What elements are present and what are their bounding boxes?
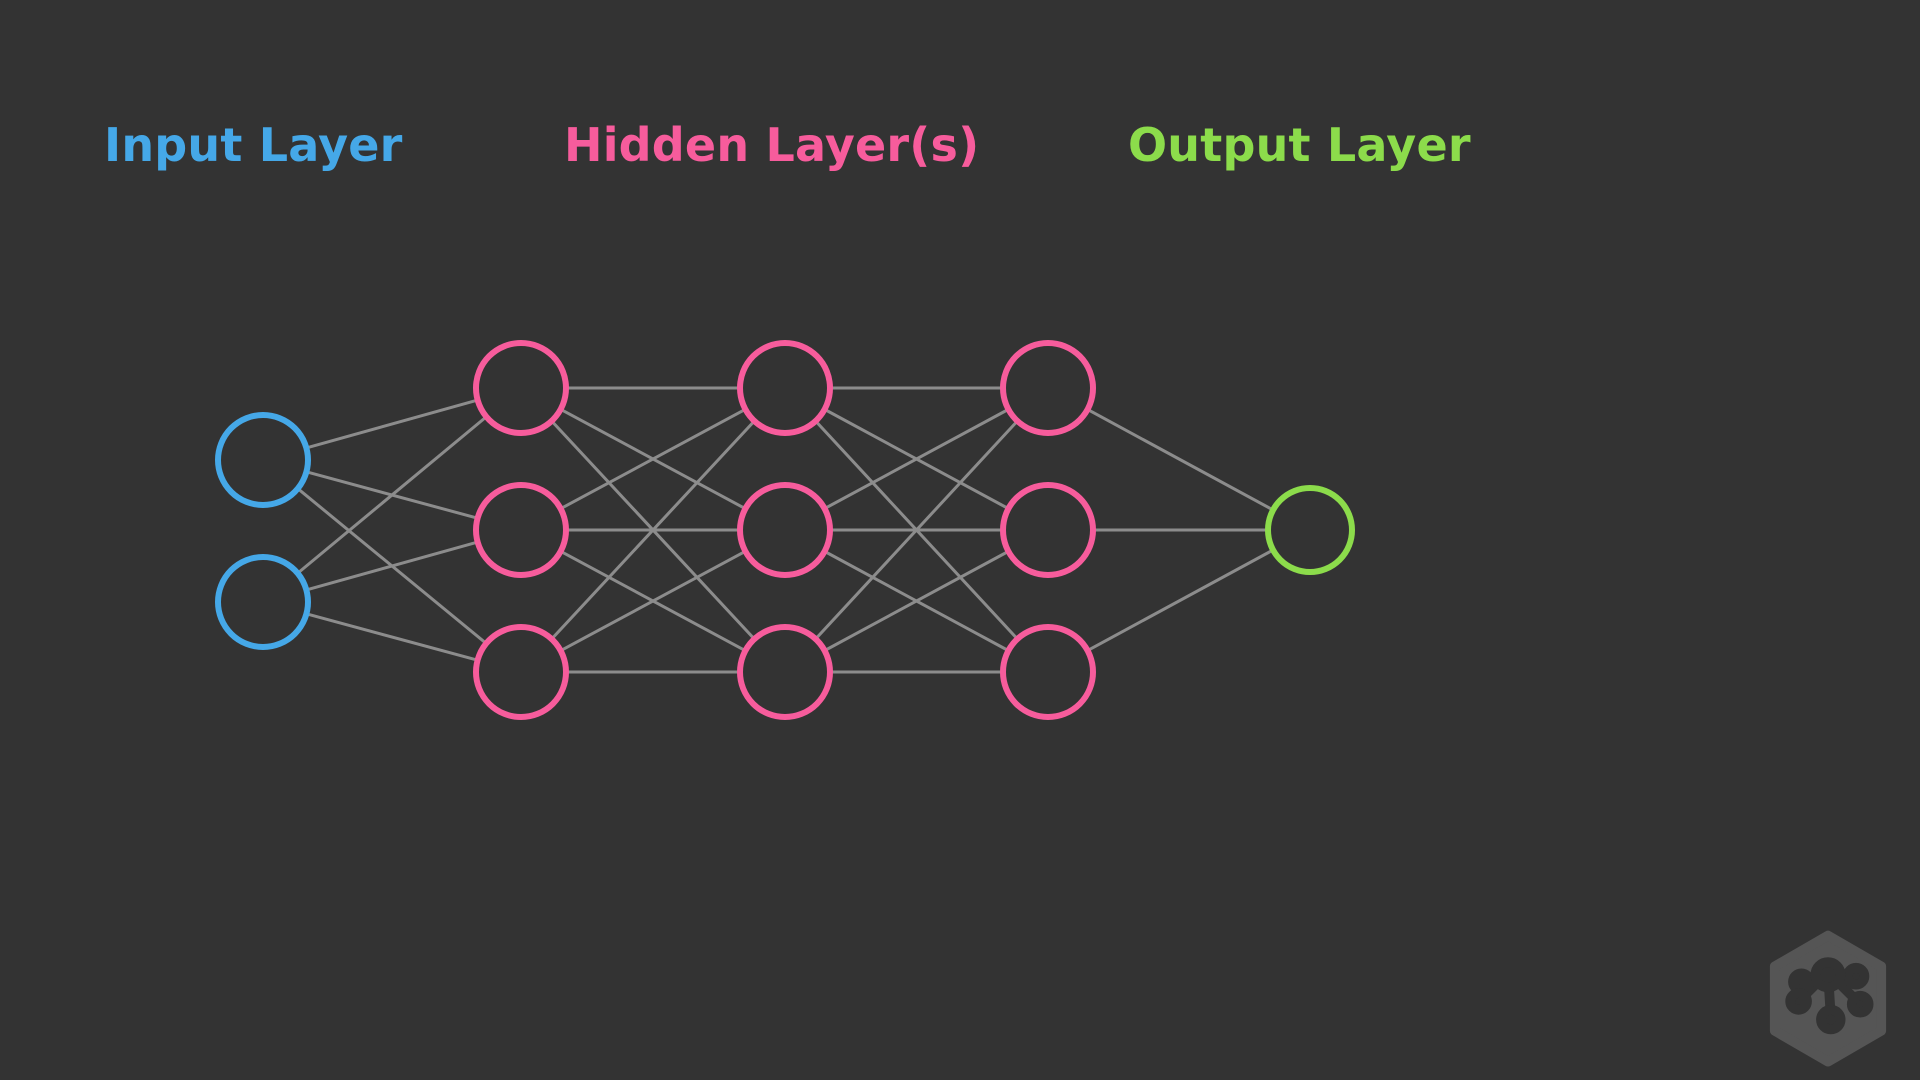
neuron-node-hidden[interactable] xyxy=(473,340,569,436)
neuron-node-hidden[interactable] xyxy=(737,624,833,720)
neuron-node-input[interactable] xyxy=(215,554,311,650)
neuron-node-input[interactable] xyxy=(215,412,311,508)
edge xyxy=(1086,548,1275,653)
layer-label-hidden: Hidden Layer(s) xyxy=(564,118,980,172)
edge xyxy=(559,407,747,511)
edge xyxy=(304,398,480,450)
edge xyxy=(823,549,1010,653)
neuron-node-hidden[interactable] xyxy=(737,340,833,436)
edge xyxy=(304,540,480,592)
edge xyxy=(1086,407,1275,512)
layer-label-output: Output Layer xyxy=(1128,118,1471,172)
splat-glyph xyxy=(1785,957,1874,1035)
edge xyxy=(296,415,488,575)
layer-label-input: Input Layer xyxy=(104,118,403,172)
neuron-node-hidden[interactable] xyxy=(737,482,833,578)
edge xyxy=(814,419,1019,641)
nodes-group xyxy=(215,340,1355,720)
edges-group xyxy=(296,386,1275,674)
edge xyxy=(550,419,756,641)
neuron-node-hidden[interactable] xyxy=(1000,624,1096,720)
watermark-logo-icon xyxy=(1769,930,1887,1067)
edge xyxy=(559,549,747,653)
neuron-node-hidden[interactable] xyxy=(473,624,569,720)
neuron-node-hidden[interactable] xyxy=(1000,340,1096,436)
neuron-node-output[interactable] xyxy=(1265,485,1355,575)
neuron-node-hidden[interactable] xyxy=(1000,482,1096,578)
edge xyxy=(823,407,1010,511)
neuron-node-hidden[interactable] xyxy=(473,482,569,578)
edge xyxy=(304,612,480,662)
